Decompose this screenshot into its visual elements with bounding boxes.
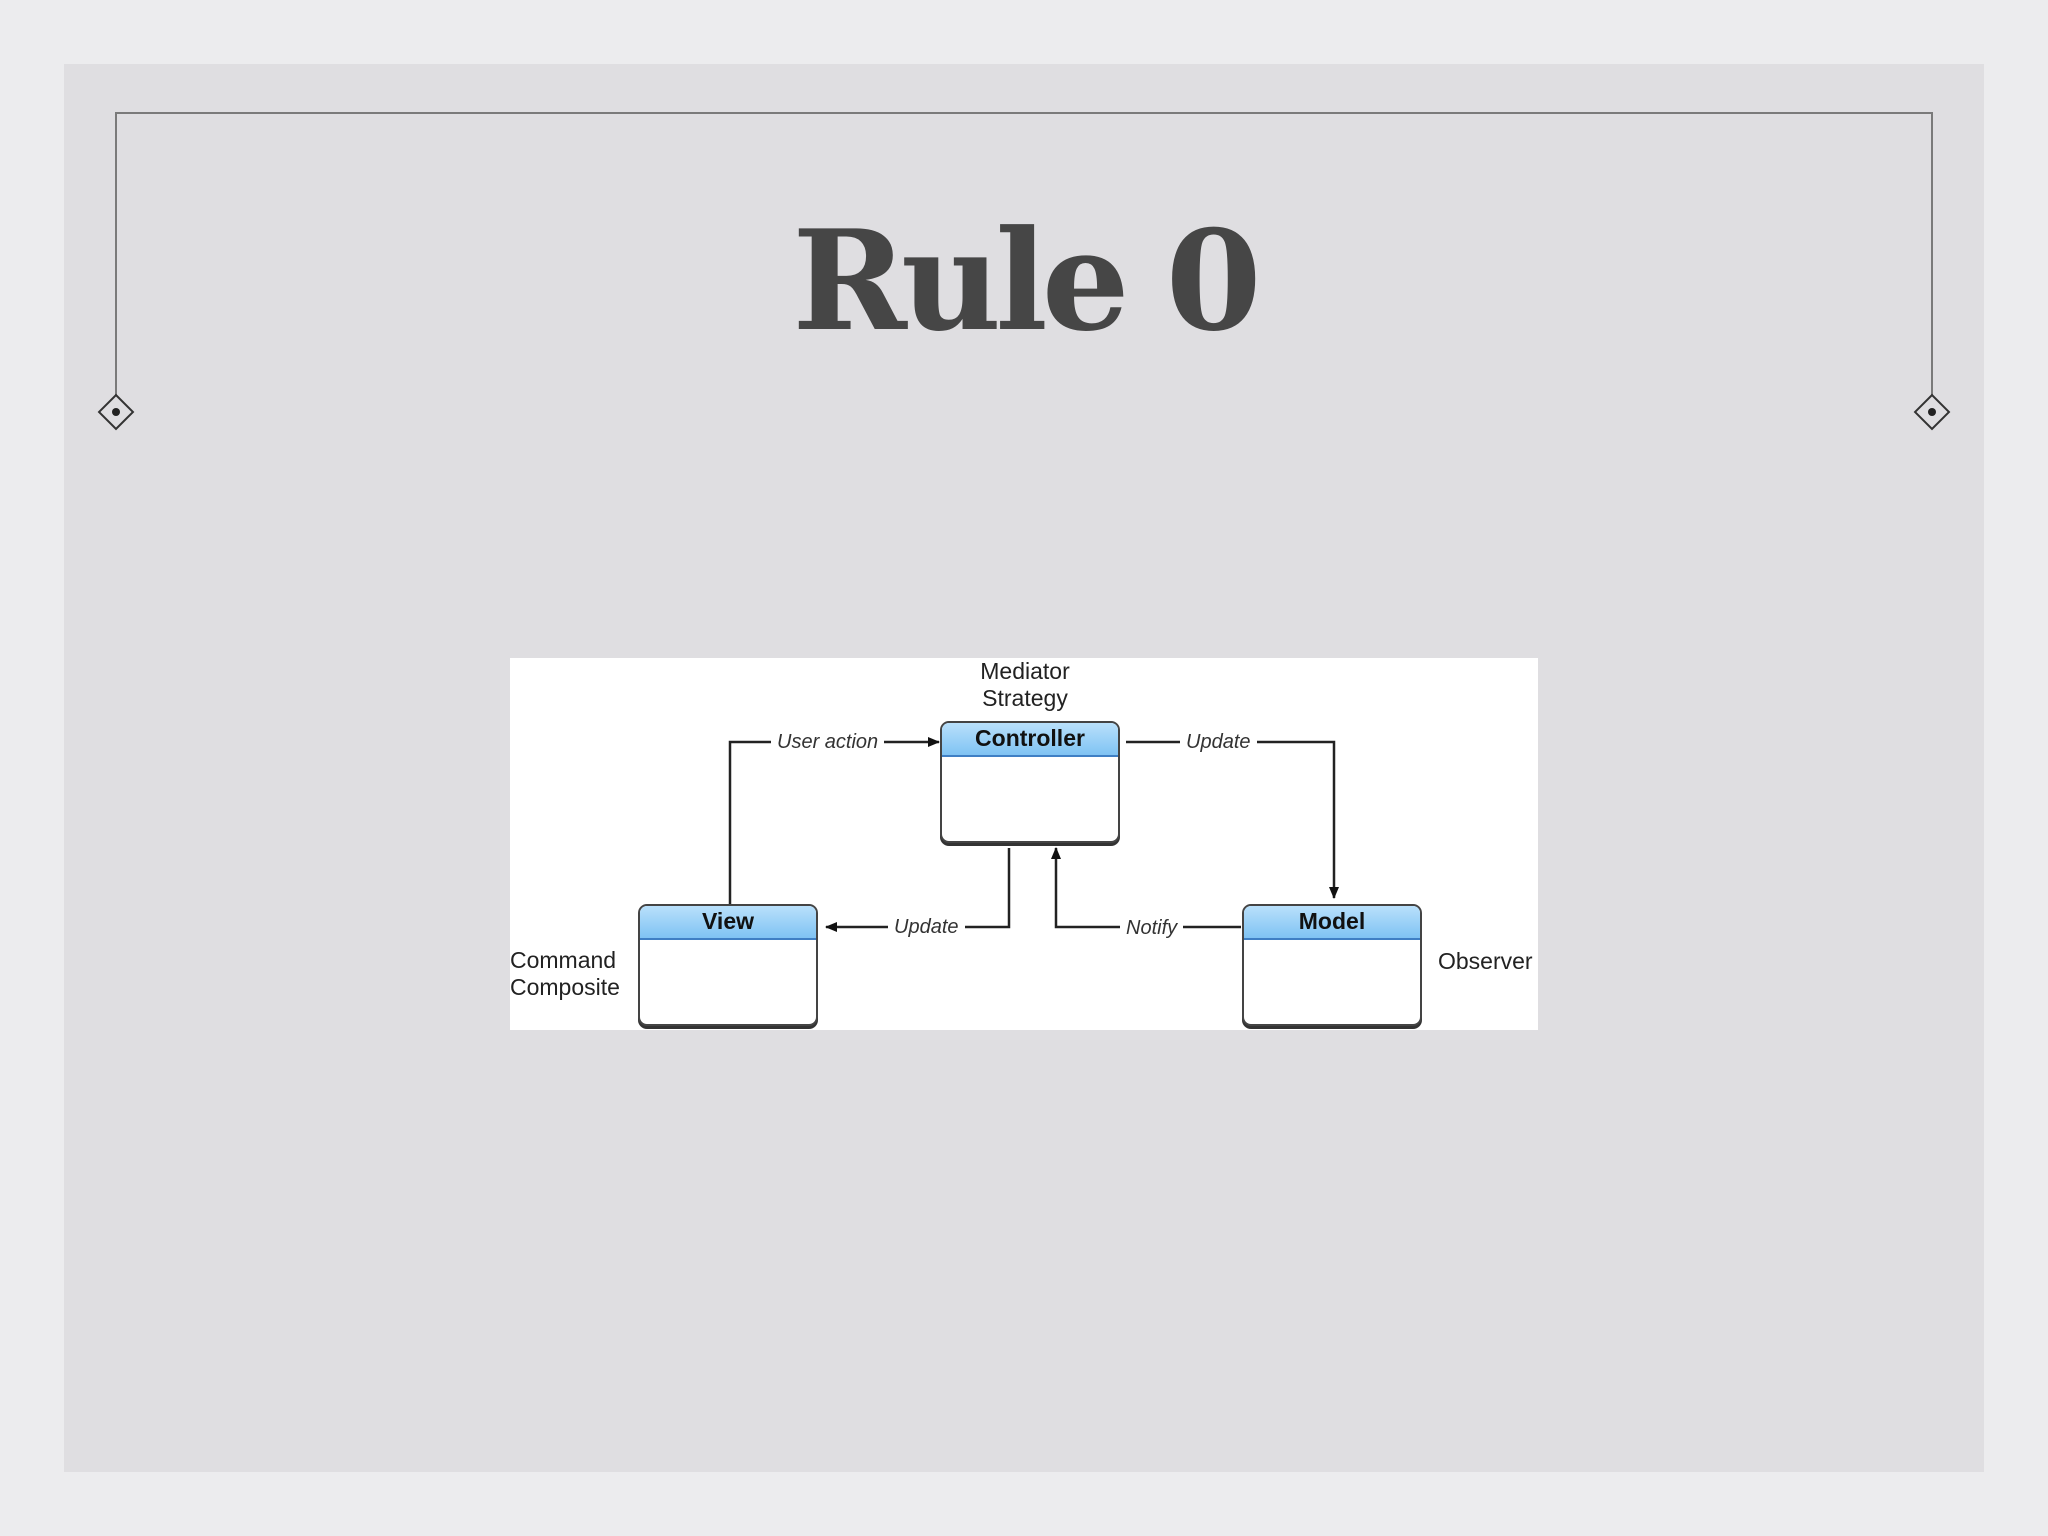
left-diamond-ornament-icon — [97, 393, 135, 431]
view-box-title: View — [640, 906, 816, 940]
slide-title: Rule 0 — [792, 199, 1261, 362]
controller-box: Controller — [940, 721, 1120, 843]
edge-label-notify: Notify — [1120, 916, 1184, 940]
controller-pattern-label: Mediator Strategy — [930, 658, 1120, 712]
view-box: View — [638, 904, 818, 1026]
controller-box-title: Controller — [942, 723, 1118, 757]
view-pattern-label: Command Composite — [510, 947, 620, 1001]
model-box-title: Model — [1244, 906, 1420, 940]
edge-label-update-model: Update — [1180, 730, 1257, 754]
pattern-command: Command — [510, 947, 617, 973]
pattern-composite: Composite — [510, 974, 620, 1000]
right-diamond-ornament-icon — [1913, 393, 1951, 431]
edge-update-model — [1126, 740, 1339, 899]
model-box: Model — [1242, 904, 1422, 1026]
mvc-diagram: Mediator Strategy Command Composite Obse… — [510, 658, 1538, 1030]
pattern-mediator: Mediator — [980, 658, 1070, 684]
edge-label-user-action: User action — [771, 730, 885, 754]
pattern-strategy: Strategy — [982, 685, 1068, 711]
edge-label-update-view: Update — [888, 915, 965, 939]
edge-user-action — [728, 737, 940, 904]
edge-update-view — [825, 848, 1011, 932]
pattern-observer: Observer — [1438, 948, 1533, 974]
